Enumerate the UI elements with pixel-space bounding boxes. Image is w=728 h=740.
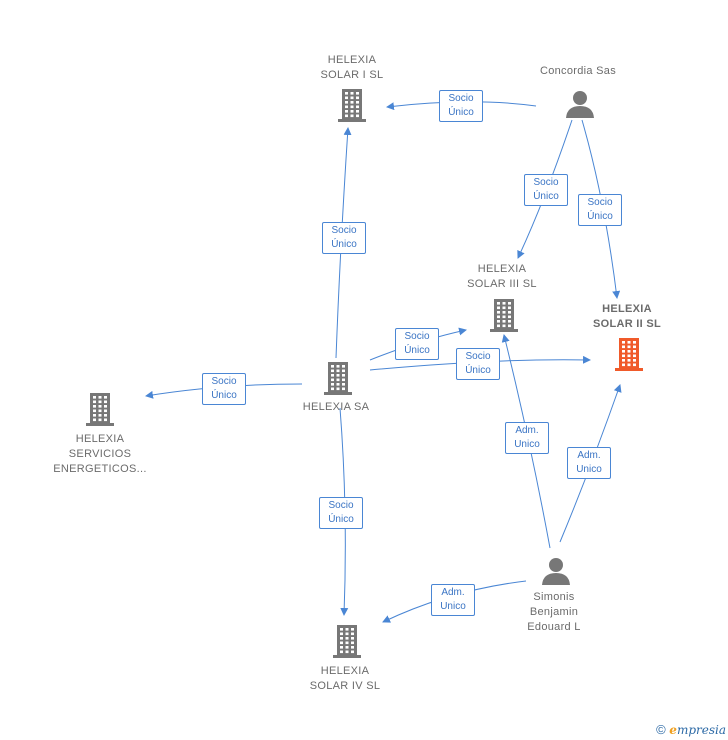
edge-label[interactable]: Adm. Unico bbox=[567, 447, 611, 479]
building-icon[interactable] bbox=[331, 623, 363, 664]
edge-label-line1: Socio bbox=[587, 197, 613, 208]
node-label-concordia[interactable]: Concordia Sas bbox=[539, 65, 617, 77]
edge-label-line2: Único bbox=[328, 514, 354, 525]
edge-label-line2: Único bbox=[533, 191, 559, 202]
edge-label-line2: Único bbox=[448, 107, 474, 118]
edge-label-line1: Socio bbox=[465, 351, 491, 362]
building-icon[interactable] bbox=[322, 360, 354, 401]
brand-logo: empresia bbox=[669, 723, 726, 737]
node-label-servicios[interactable]: HELEXIA SERVICIOS ENERGETICOS... bbox=[53, 433, 147, 475]
edge-label-line2: Único bbox=[211, 390, 237, 401]
node-label-solar1[interactable]: HELEXIA SOLAR I SL bbox=[320, 54, 384, 81]
edge-label-line1: Socio bbox=[533, 177, 559, 188]
edge-label-line2: Único bbox=[331, 239, 357, 250]
edge-label[interactable]: Adm. Unico bbox=[431, 584, 475, 616]
edge-label-line1: Adm. bbox=[441, 587, 465, 598]
edge-label-line2: Único bbox=[587, 211, 613, 222]
edge-label[interactable]: Adm. Unico bbox=[505, 422, 549, 454]
edge-label-line1: Socio bbox=[328, 500, 354, 511]
edge-label-line2: Unico bbox=[514, 439, 540, 450]
node-label-simonis[interactable]: Simonis Benjamin Edouard L bbox=[527, 591, 581, 633]
edge-label-line2: Unico bbox=[576, 464, 602, 475]
node-label-solar4[interactable]: HELEXIA SOLAR IV SL bbox=[309, 665, 381, 692]
edge-label-line2: Unico bbox=[440, 601, 466, 612]
node-label-solar3[interactable]: HELEXIA SOLAR III SL bbox=[467, 263, 537, 290]
edge-label-line1: Socio bbox=[211, 376, 237, 387]
edge-label-line1: Socio bbox=[404, 331, 430, 342]
edge-label-line1: Socio bbox=[331, 225, 357, 236]
building-icon[interactable] bbox=[488, 297, 520, 338]
person-icon[interactable] bbox=[565, 89, 595, 124]
node-label-sa[interactable]: HELEXIA SA bbox=[302, 401, 370, 413]
building-icon[interactable] bbox=[613, 336, 645, 377]
edge-label-line2: Único bbox=[465, 365, 491, 376]
footer-brand: © empresia bbox=[656, 722, 726, 737]
edge-label-line2: Único bbox=[404, 345, 430, 356]
person-icon[interactable] bbox=[541, 556, 571, 591]
edge-label-line1: Socio bbox=[448, 93, 474, 104]
building-icon[interactable] bbox=[84, 391, 116, 432]
edge-label-line1: Adm. bbox=[515, 425, 539, 436]
building-icon[interactable] bbox=[336, 87, 368, 128]
node-label-solar2[interactable]: HELEXIA SOLAR II SL bbox=[592, 303, 662, 330]
copyright-symbol: © bbox=[656, 722, 666, 737]
edge-label-line1: Adm. bbox=[577, 450, 601, 461]
